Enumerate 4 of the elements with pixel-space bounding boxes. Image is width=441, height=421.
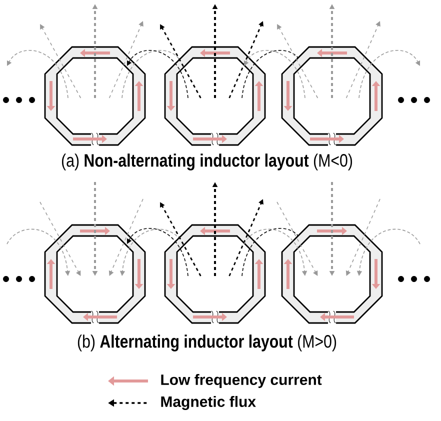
caption-text: (b) Alternating inductor layout (M>0): [78, 334, 336, 352]
legend-label: Low frequency current: [161, 374, 322, 388]
legend-label: Magnetic flux: [161, 396, 256, 410]
caption-text: (a) Non-alternating inductor layout (M<0): [62, 154, 352, 170]
